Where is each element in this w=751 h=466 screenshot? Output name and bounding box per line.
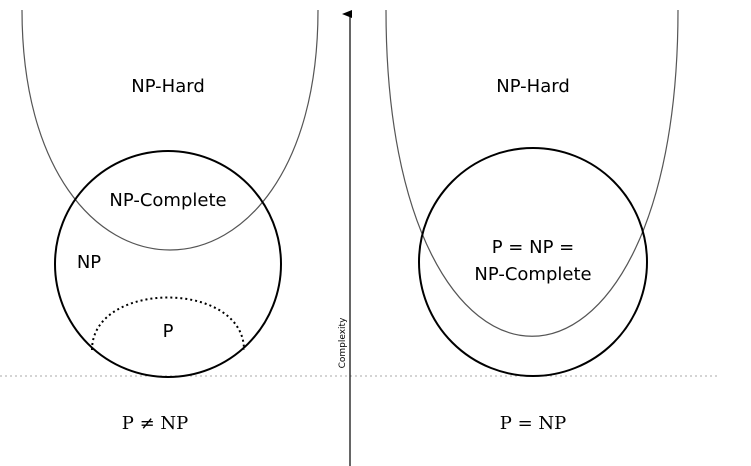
p-dotted-region xyxy=(91,296,245,351)
left-caption: P ≠ NP xyxy=(122,413,189,434)
right-np-hard-boundary-curve xyxy=(385,9,679,337)
complexity-axis-label: Complexity xyxy=(338,317,348,369)
right-np-hard-label: NP-Hard xyxy=(496,76,570,97)
merged-circle xyxy=(418,147,648,377)
np-circle xyxy=(54,150,282,378)
p-label: P xyxy=(163,321,174,342)
right-panel: NP-Hard P = NP = NP-Complete P = NP xyxy=(385,9,679,434)
left-panel: NP-Hard NP-Complete NP P P ≠ NP xyxy=(21,9,319,434)
merged-label-line1: P = NP = xyxy=(492,237,575,258)
complexity-axis: Complexity xyxy=(338,10,352,466)
left-np-hard-label: NP-Hard xyxy=(131,76,205,97)
np-complete-label: NP-Complete xyxy=(109,190,226,211)
right-caption: P = NP xyxy=(500,413,567,434)
np-label: NP xyxy=(77,252,101,273)
merged-label-line2: NP-Complete xyxy=(474,264,591,285)
np-hard-boundary-curve xyxy=(21,9,319,251)
